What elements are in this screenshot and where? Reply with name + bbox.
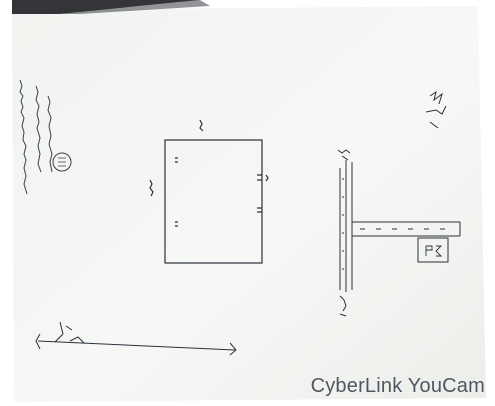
beam-section-sketch xyxy=(337,149,461,317)
circled-mark xyxy=(52,152,72,172)
scribble-top-right xyxy=(425,90,447,129)
dimension-line-sketch xyxy=(35,321,237,356)
boxed-label xyxy=(417,237,449,263)
handwritten-notes xyxy=(19,79,53,195)
rectangle-sketch xyxy=(149,119,269,264)
watermark-text: CyberLink YouCam xyxy=(310,375,485,397)
